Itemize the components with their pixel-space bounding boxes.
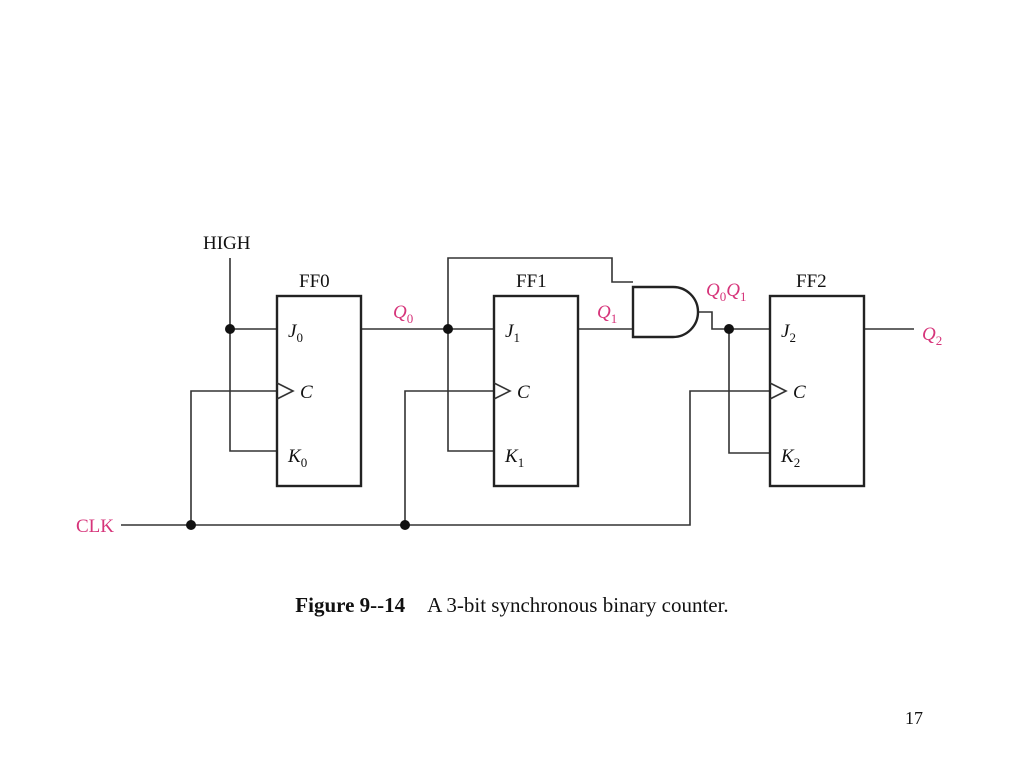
ff2-name: FF2 — [796, 271, 827, 292]
ff1-c-label: C — [517, 382, 530, 403]
q2-label: Q2 — [922, 324, 942, 348]
junction-dot — [443, 324, 453, 334]
ff1-j-label: J1 — [505, 321, 520, 345]
ff2-c-label: C — [793, 382, 806, 403]
ff2-box — [768, 294, 866, 488]
junction-dot — [186, 520, 196, 530]
ff1-k-label: K1 — [504, 446, 524, 470]
high-label: HIGH — [203, 233, 251, 254]
figure-title: A 3-bit synchronous binary counter. — [427, 593, 729, 617]
and-gate — [631, 285, 700, 339]
junction-dot — [400, 520, 410, 530]
q0-label: Q0 — [393, 302, 413, 326]
ff0-c-label: C — [300, 382, 313, 403]
ff0-k-label: K0 — [287, 446, 307, 470]
ff2-k-label: K2 — [780, 446, 800, 470]
figure-caption: Figure 9--14 A 3-bit synchronous binary c… — [0, 593, 1024, 618]
figure-number: Figure 9--14 — [295, 593, 406, 617]
ff2-clock-triangle — [769, 382, 788, 400]
ff1-name: FF1 — [516, 271, 547, 292]
ff0-clock-triangle — [276, 382, 295, 400]
junction-dot — [225, 324, 235, 334]
clk-label: CLK — [76, 516, 114, 537]
ff1-box — [492, 294, 580, 488]
ff1-clock-triangle — [493, 382, 512, 400]
ff0-box — [275, 294, 363, 488]
ff0-j-label: J0 — [288, 321, 303, 345]
page-number: 17 — [905, 708, 923, 728]
ff0-name: FF0 — [299, 271, 330, 292]
high-wiring — [229, 258, 277, 452]
q0q1-label: Q0Q1 — [706, 280, 746, 304]
q0-wiring — [361, 257, 633, 452]
junction-dot — [724, 324, 734, 334]
and-output-wiring — [699, 311, 770, 454]
clock-wiring — [121, 390, 770, 526]
ff2-j-label: J2 — [781, 321, 796, 345]
q1-label: Q1 — [597, 302, 617, 326]
